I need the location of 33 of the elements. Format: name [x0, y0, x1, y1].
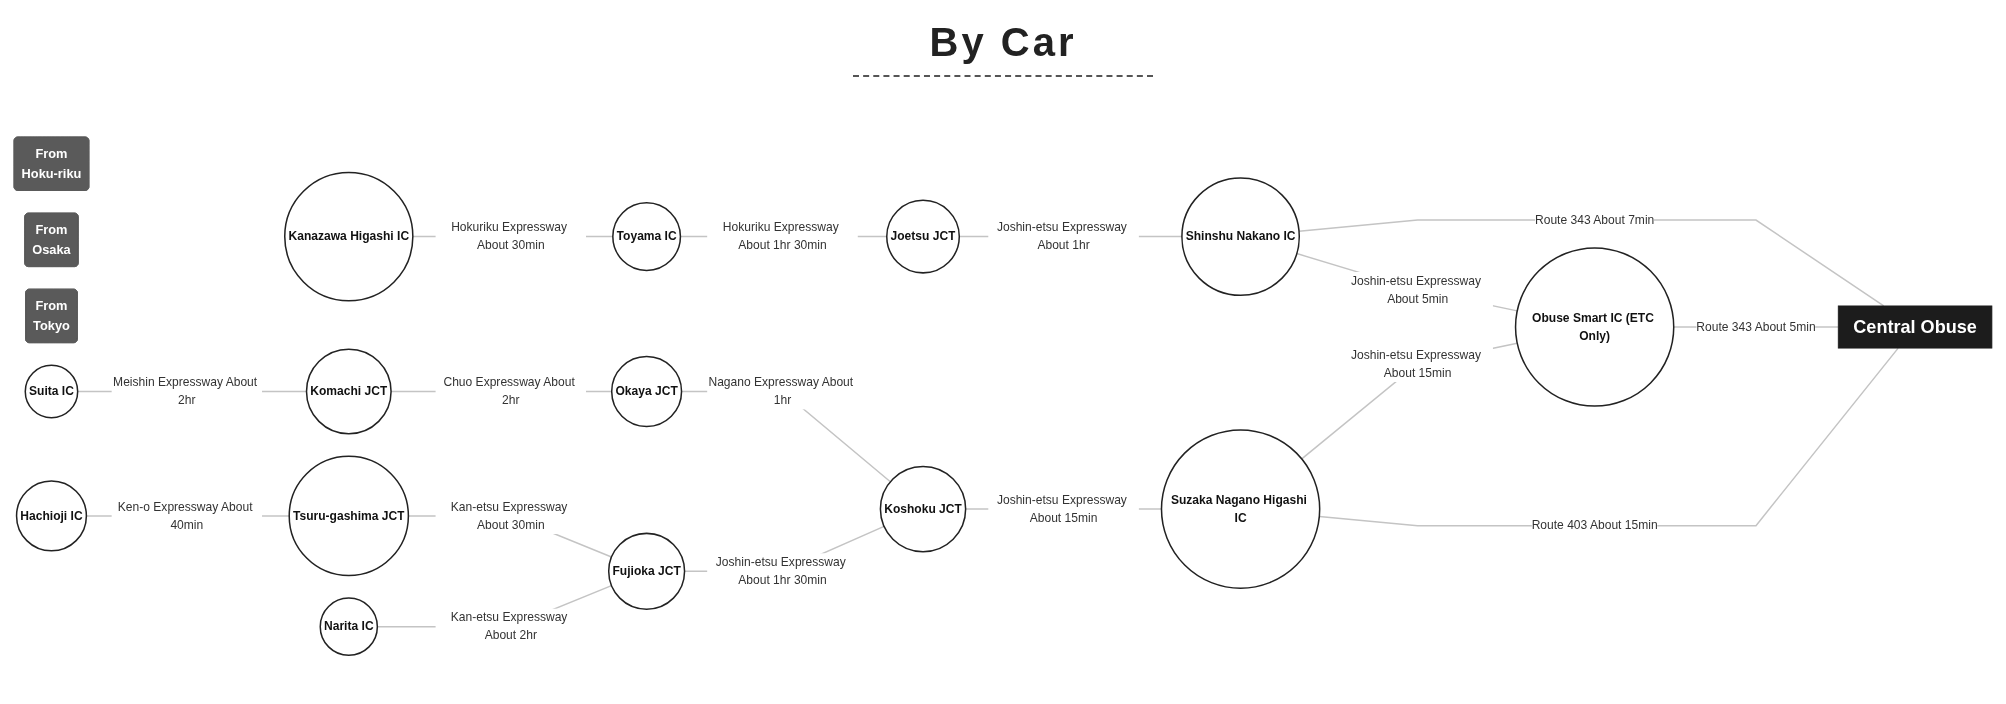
node-circle: Koshoku JCT [879, 465, 967, 553]
connector [1301, 342, 1518, 460]
edge-label: Joshin-etsu Expressway About 1hr 30min [715, 555, 846, 587]
node-circle: Fujioka JCT [607, 532, 686, 610]
edge-label: Joshin-etsu Expressway About 15min [1350, 347, 1481, 379]
node-circle: Hachioji IC [15, 480, 88, 552]
node-circle: Narita IC [319, 597, 379, 656]
node-circle: Joetsu JCT [886, 199, 961, 274]
edge-label: Kan-etsu Expressway About 2hr [450, 610, 568, 642]
edge-label: Route 403 About 15min [1531, 518, 1658, 532]
edge-label: Nagano Expressway About 1hr [708, 375, 854, 407]
edge-label: Hokuriku Expressway About 30min [451, 220, 568, 252]
node-circle: Suita IC [24, 364, 79, 419]
edge-label: Joshin-etsu Expressway About 5min [1350, 274, 1481, 306]
node-circle: Okaya JCT [610, 355, 683, 428]
title: By Car [929, 19, 1077, 65]
node-box: Central Obuse [1837, 305, 1993, 349]
edge-label: Hokuriku Expressway About 1hr 30min [722, 220, 839, 252]
edge-label: Route 343 About 5min [1696, 320, 1816, 333]
edge-label: Meishin Expressway About 2hr [113, 375, 258, 407]
edge-label: Joshin-etsu Expressway About 1hr [996, 220, 1127, 252]
node-circle: Toyama IC [612, 201, 682, 272]
node-circle: Komachi JCT [305, 348, 392, 435]
node-circle: Obuse Smart IC (ETC Only) [1514, 247, 1675, 407]
edge-label: Route 343 About 7min [1535, 213, 1655, 226]
node-circle: Shinshu Nakano IC [1181, 177, 1301, 296]
edge-label: Chuo Expressway About 2hr [443, 375, 575, 407]
node-circle: Tsuru-gashima JCT [288, 455, 410, 577]
edge-label: Kan-etsu Expressway About 30min [450, 499, 568, 531]
edge-label: Joshin-etsu Expressway About 15min [996, 493, 1127, 525]
node-circle: Suzaka Nagano Higashi IC [1160, 429, 1321, 589]
node-circle: Kanazawa Higashi IC [284, 171, 414, 302]
edge-label: Ken-o Expressway About 40min [117, 499, 253, 531]
